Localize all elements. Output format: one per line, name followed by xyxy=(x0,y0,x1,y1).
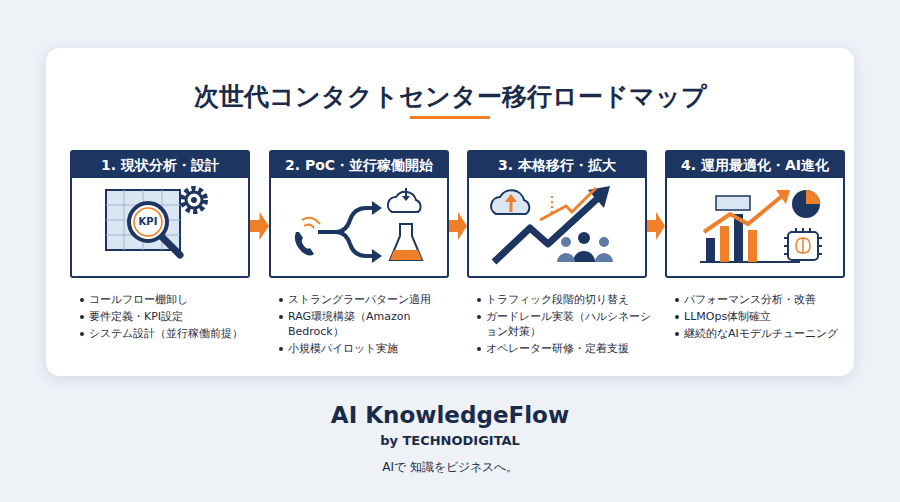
diagram-title: 次世代コンタクトセンター移行ロードマップ xyxy=(46,80,854,113)
step-header: 3. 本格移行・拡大 xyxy=(469,152,645,178)
bullet-dot xyxy=(477,347,481,351)
bullet-dot xyxy=(675,332,679,336)
title-underline xyxy=(410,116,490,119)
migration-icon xyxy=(491,186,613,262)
bullet-item: システム設計（並行稼働前提） xyxy=(78,326,254,341)
bullet-dot xyxy=(80,298,84,302)
bullet-dot xyxy=(279,347,283,351)
bullet-item: 小規模パイロット実施 xyxy=(277,341,453,356)
bullet-dot xyxy=(279,315,283,319)
bullet-text: トラフィック段階的切り替え xyxy=(486,293,629,306)
bullet-text: ガードレール実装（ハルシネーション対策） xyxy=(486,310,651,338)
bullet-item: オペレーター研修・定着支援 xyxy=(475,341,651,356)
brand-byline: by TECHNODIGITAL xyxy=(0,433,900,448)
optimization-icon xyxy=(700,190,822,262)
step-box: 3. 本格移行・拡大 xyxy=(467,150,647,278)
arrow-shape xyxy=(647,212,665,240)
bullet-dot xyxy=(675,315,679,319)
bullet-dot xyxy=(80,315,84,319)
bullet-dot xyxy=(477,315,481,319)
step-header: 4. 運用最適化・AI進化 xyxy=(667,152,843,178)
poc-icon xyxy=(295,188,422,263)
arrow-shape xyxy=(250,212,269,240)
step-box: 2. PoC・並行稼働開始 xyxy=(269,150,449,278)
analysis-icon xyxy=(106,189,205,255)
bullet-item: RAG環境構築（Amazon Bedrock） xyxy=(277,309,453,339)
flow-arrow xyxy=(449,212,467,240)
bullet-item: ストラングラーパターン適用 xyxy=(277,292,453,307)
bullet-text: 小規模パイロット実施 xyxy=(288,342,398,355)
bullet-item: パフォーマンス分析・改善 xyxy=(673,292,849,307)
bullet-dot xyxy=(675,298,679,302)
bullet-text: オペレーター研修・定着支援 xyxy=(486,342,629,355)
bullet-dot xyxy=(279,298,283,302)
flow-arrow xyxy=(647,212,665,240)
bullet-dot xyxy=(80,332,84,336)
bullet-item: ガードレール実装（ハルシネーション対策） xyxy=(475,309,651,339)
step-box: 1. 現状分析・設計 xyxy=(70,150,250,278)
step-header: 1. 現状分析・設計 xyxy=(72,152,248,178)
bullet-text: ストラングラーパターン適用 xyxy=(288,293,431,306)
step-box: 4. 運用最適化・AI進化 xyxy=(665,150,845,278)
bullet-text: コールフロー棚卸し xyxy=(89,293,188,306)
brand-name: AI KnowledgeFlow xyxy=(0,402,900,428)
bullet-text: システム設計（並行稼働前提） xyxy=(89,327,243,340)
bullet-dot xyxy=(477,298,481,302)
bullet-text: LLMOps体制確立 xyxy=(684,310,771,323)
brand-tagline: AIで 知識をビジネスへ。 xyxy=(0,459,900,476)
bullet-item: トラフィック段階的切り替え xyxy=(475,292,651,307)
magnifier-label: KPI xyxy=(132,216,164,228)
bullet-item: LLMOps体制確立 xyxy=(673,309,849,324)
bullet-item: コールフロー棚卸し xyxy=(78,292,254,307)
bullet-text: パフォーマンス分析・改善 xyxy=(684,293,816,306)
bullet-item: 継続的なAIモデルチューニング xyxy=(673,326,849,341)
bullet-item: 要件定義・KPI設定 xyxy=(78,309,254,324)
bullet-text: RAG環境構築（Amazon Bedrock） xyxy=(288,310,411,338)
bullet-text: 要件定義・KPI設定 xyxy=(89,310,183,323)
bullet-text: 継続的なAIモデルチューニング xyxy=(684,327,838,340)
step-header: 2. PoC・並行稼働開始 xyxy=(271,152,447,178)
flow-arrow xyxy=(250,212,269,240)
arrow-shape xyxy=(449,212,467,240)
